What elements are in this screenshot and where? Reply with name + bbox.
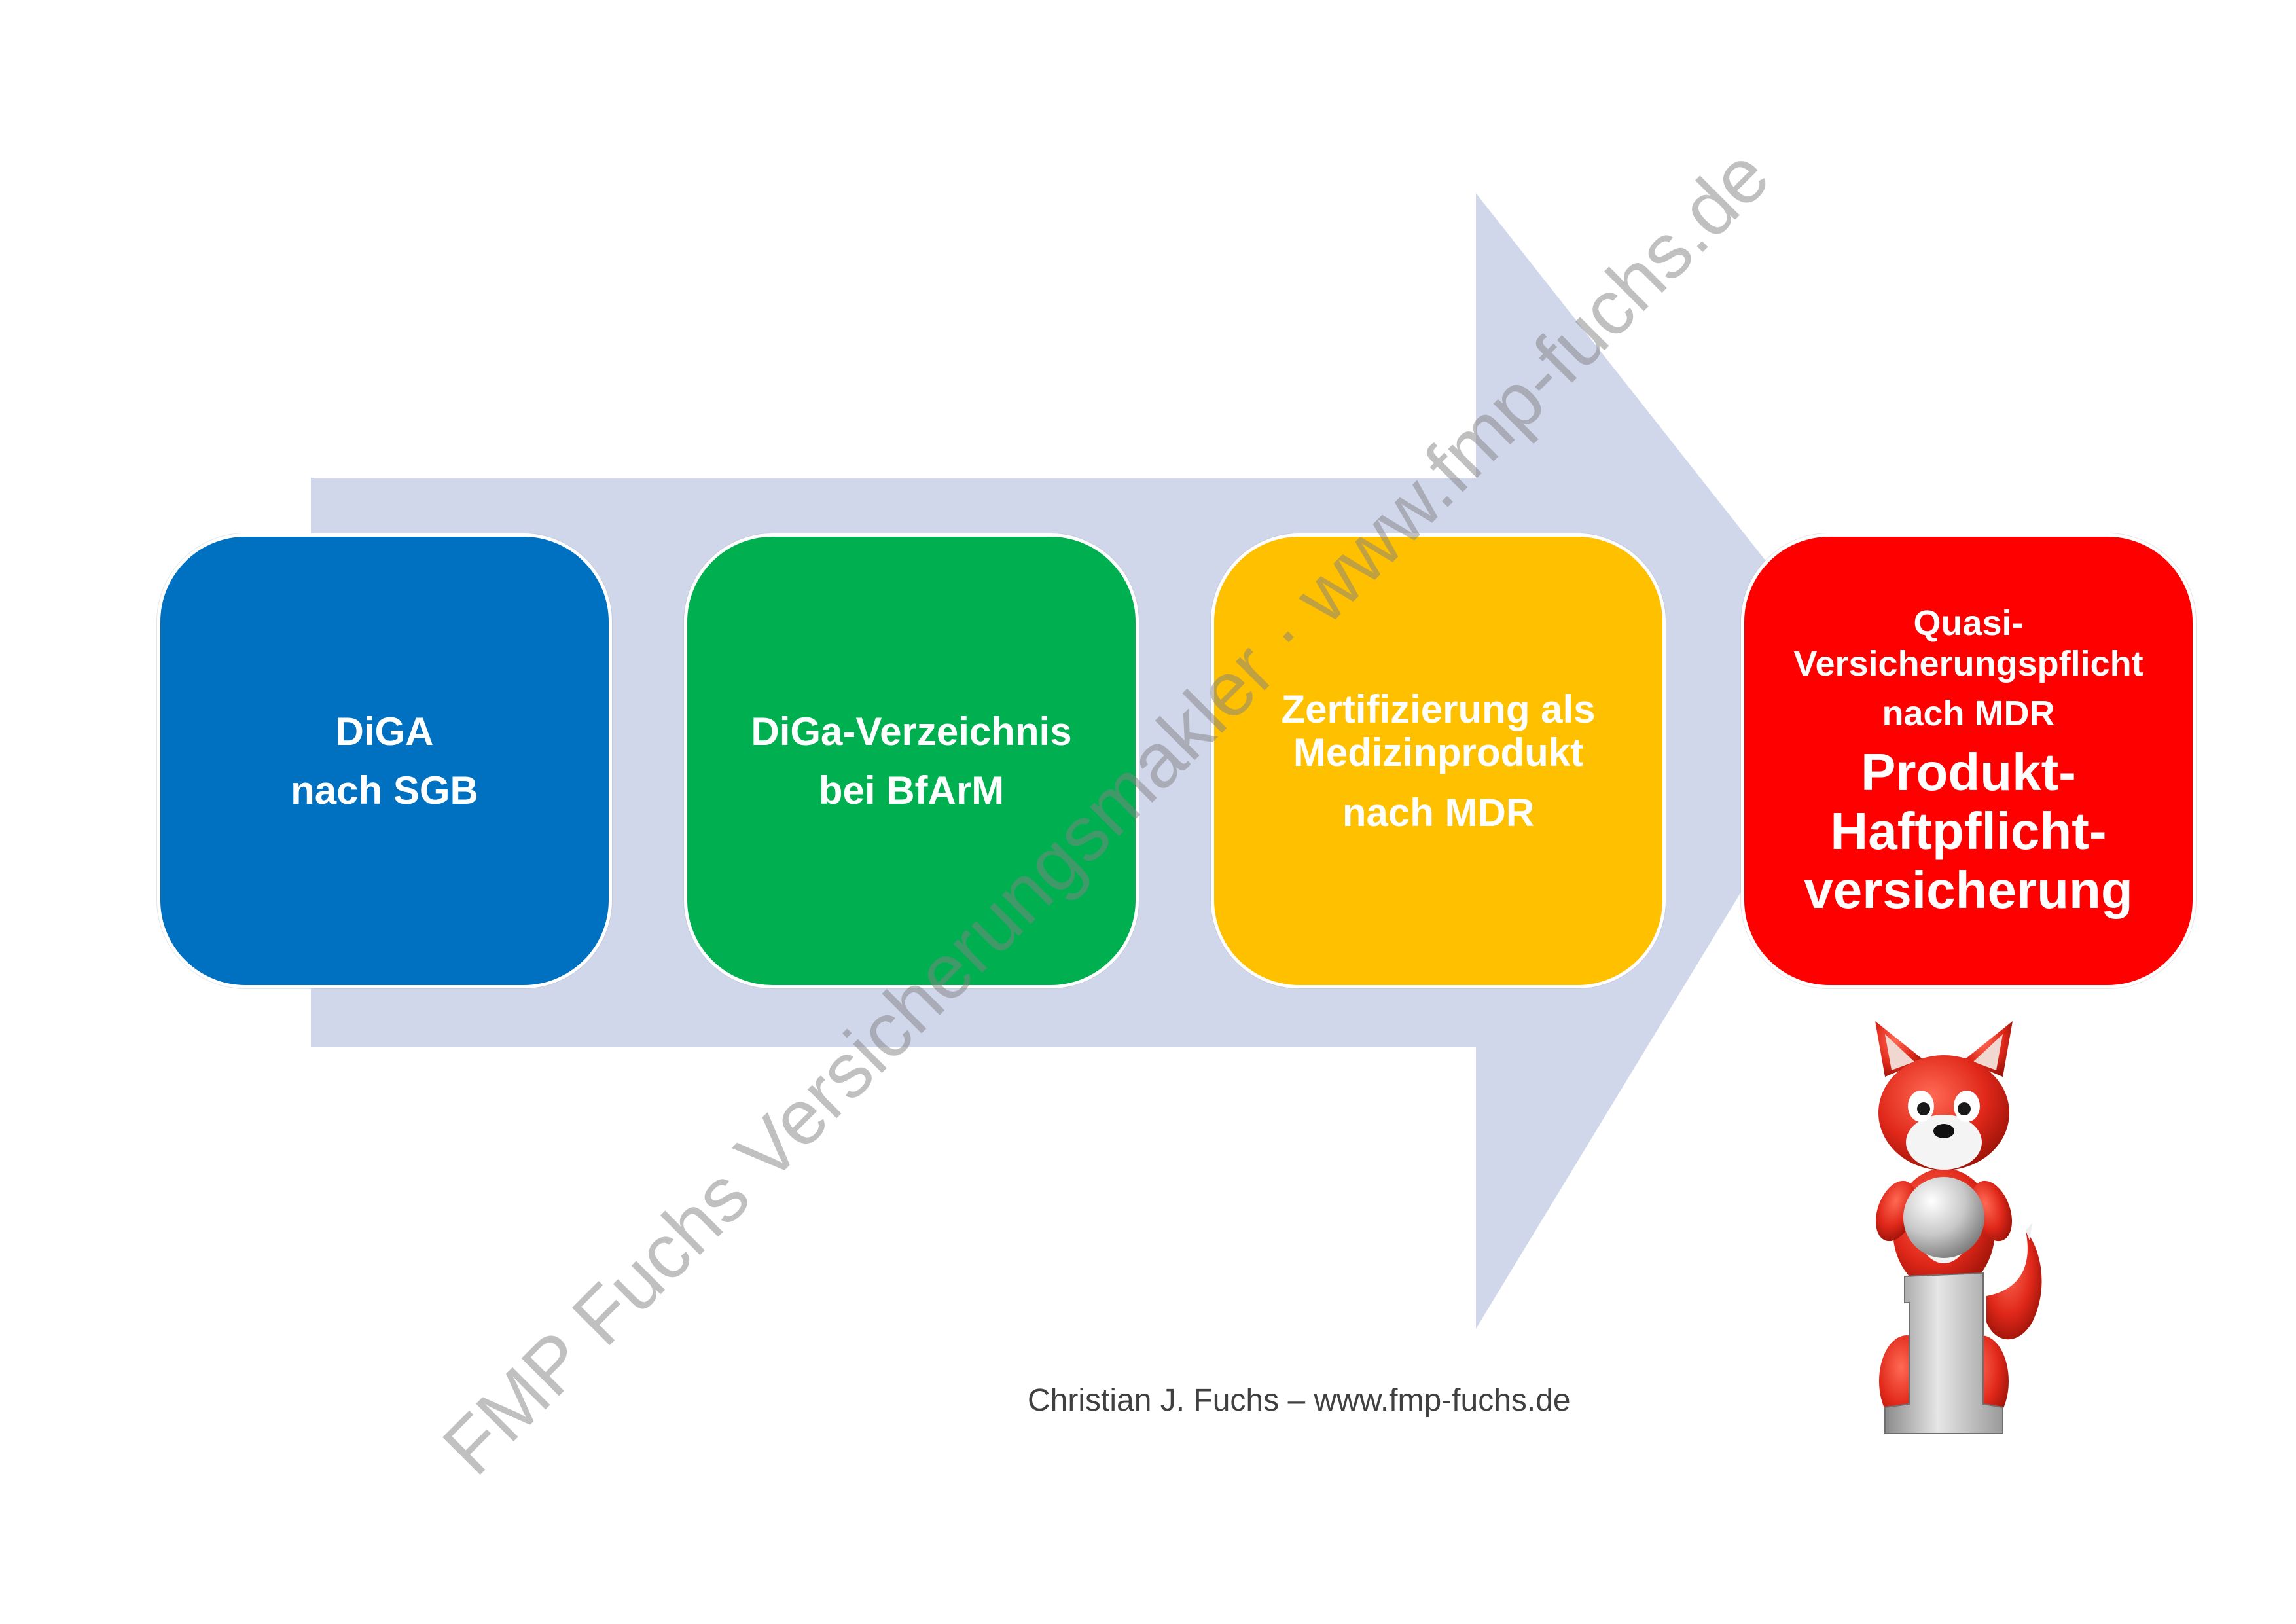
step-diga-line-1: DiGA xyxy=(335,709,434,753)
step-diga-line-2: nach SGB xyxy=(291,768,478,812)
fox-mascot-icon xyxy=(1875,1021,2042,1434)
step-versicherung-line-2: Versicherungspflicht xyxy=(1793,643,2144,683)
step-verzeichnis-line-1: DiGa-Verzeichnis xyxy=(751,709,1072,753)
step-zertifizierung-line-1: Zertifizierung als xyxy=(1281,687,1596,731)
step-verzeichnis-line-2: bei BfArM xyxy=(818,768,1005,812)
step-versicherung-line-1: Quasi- xyxy=(1913,603,2024,643)
step-diga: DiGA nach SGB xyxy=(157,533,612,988)
step-zertifizierung-line-2: Medizinprodukt xyxy=(1293,730,1584,774)
step-zertifizierung-line-3: nach MDR xyxy=(1342,790,1535,835)
step-versicherung: Quasi- Versicherungspflicht nach MDR Pro… xyxy=(1741,533,2196,988)
step-versicherung-emphasis-3: versicherung xyxy=(1804,860,2133,919)
step-zertifizierung: Zertifizierung als Medizinprodukt nach M… xyxy=(1211,533,1666,988)
step-versicherung-emphasis-2: Haftpflicht- xyxy=(1830,801,2107,860)
step-diga-verzeichnis: DiGa-Verzeichnis bei BfArM xyxy=(684,533,1139,988)
step-versicherung-line-3: nach MDR xyxy=(1882,693,2055,733)
step-versicherung-emphasis-1: Produkt- xyxy=(1861,742,2076,801)
footer-credit: Christian J. Fuchs – www.fmp-fuchs.de xyxy=(1028,1383,1571,1418)
